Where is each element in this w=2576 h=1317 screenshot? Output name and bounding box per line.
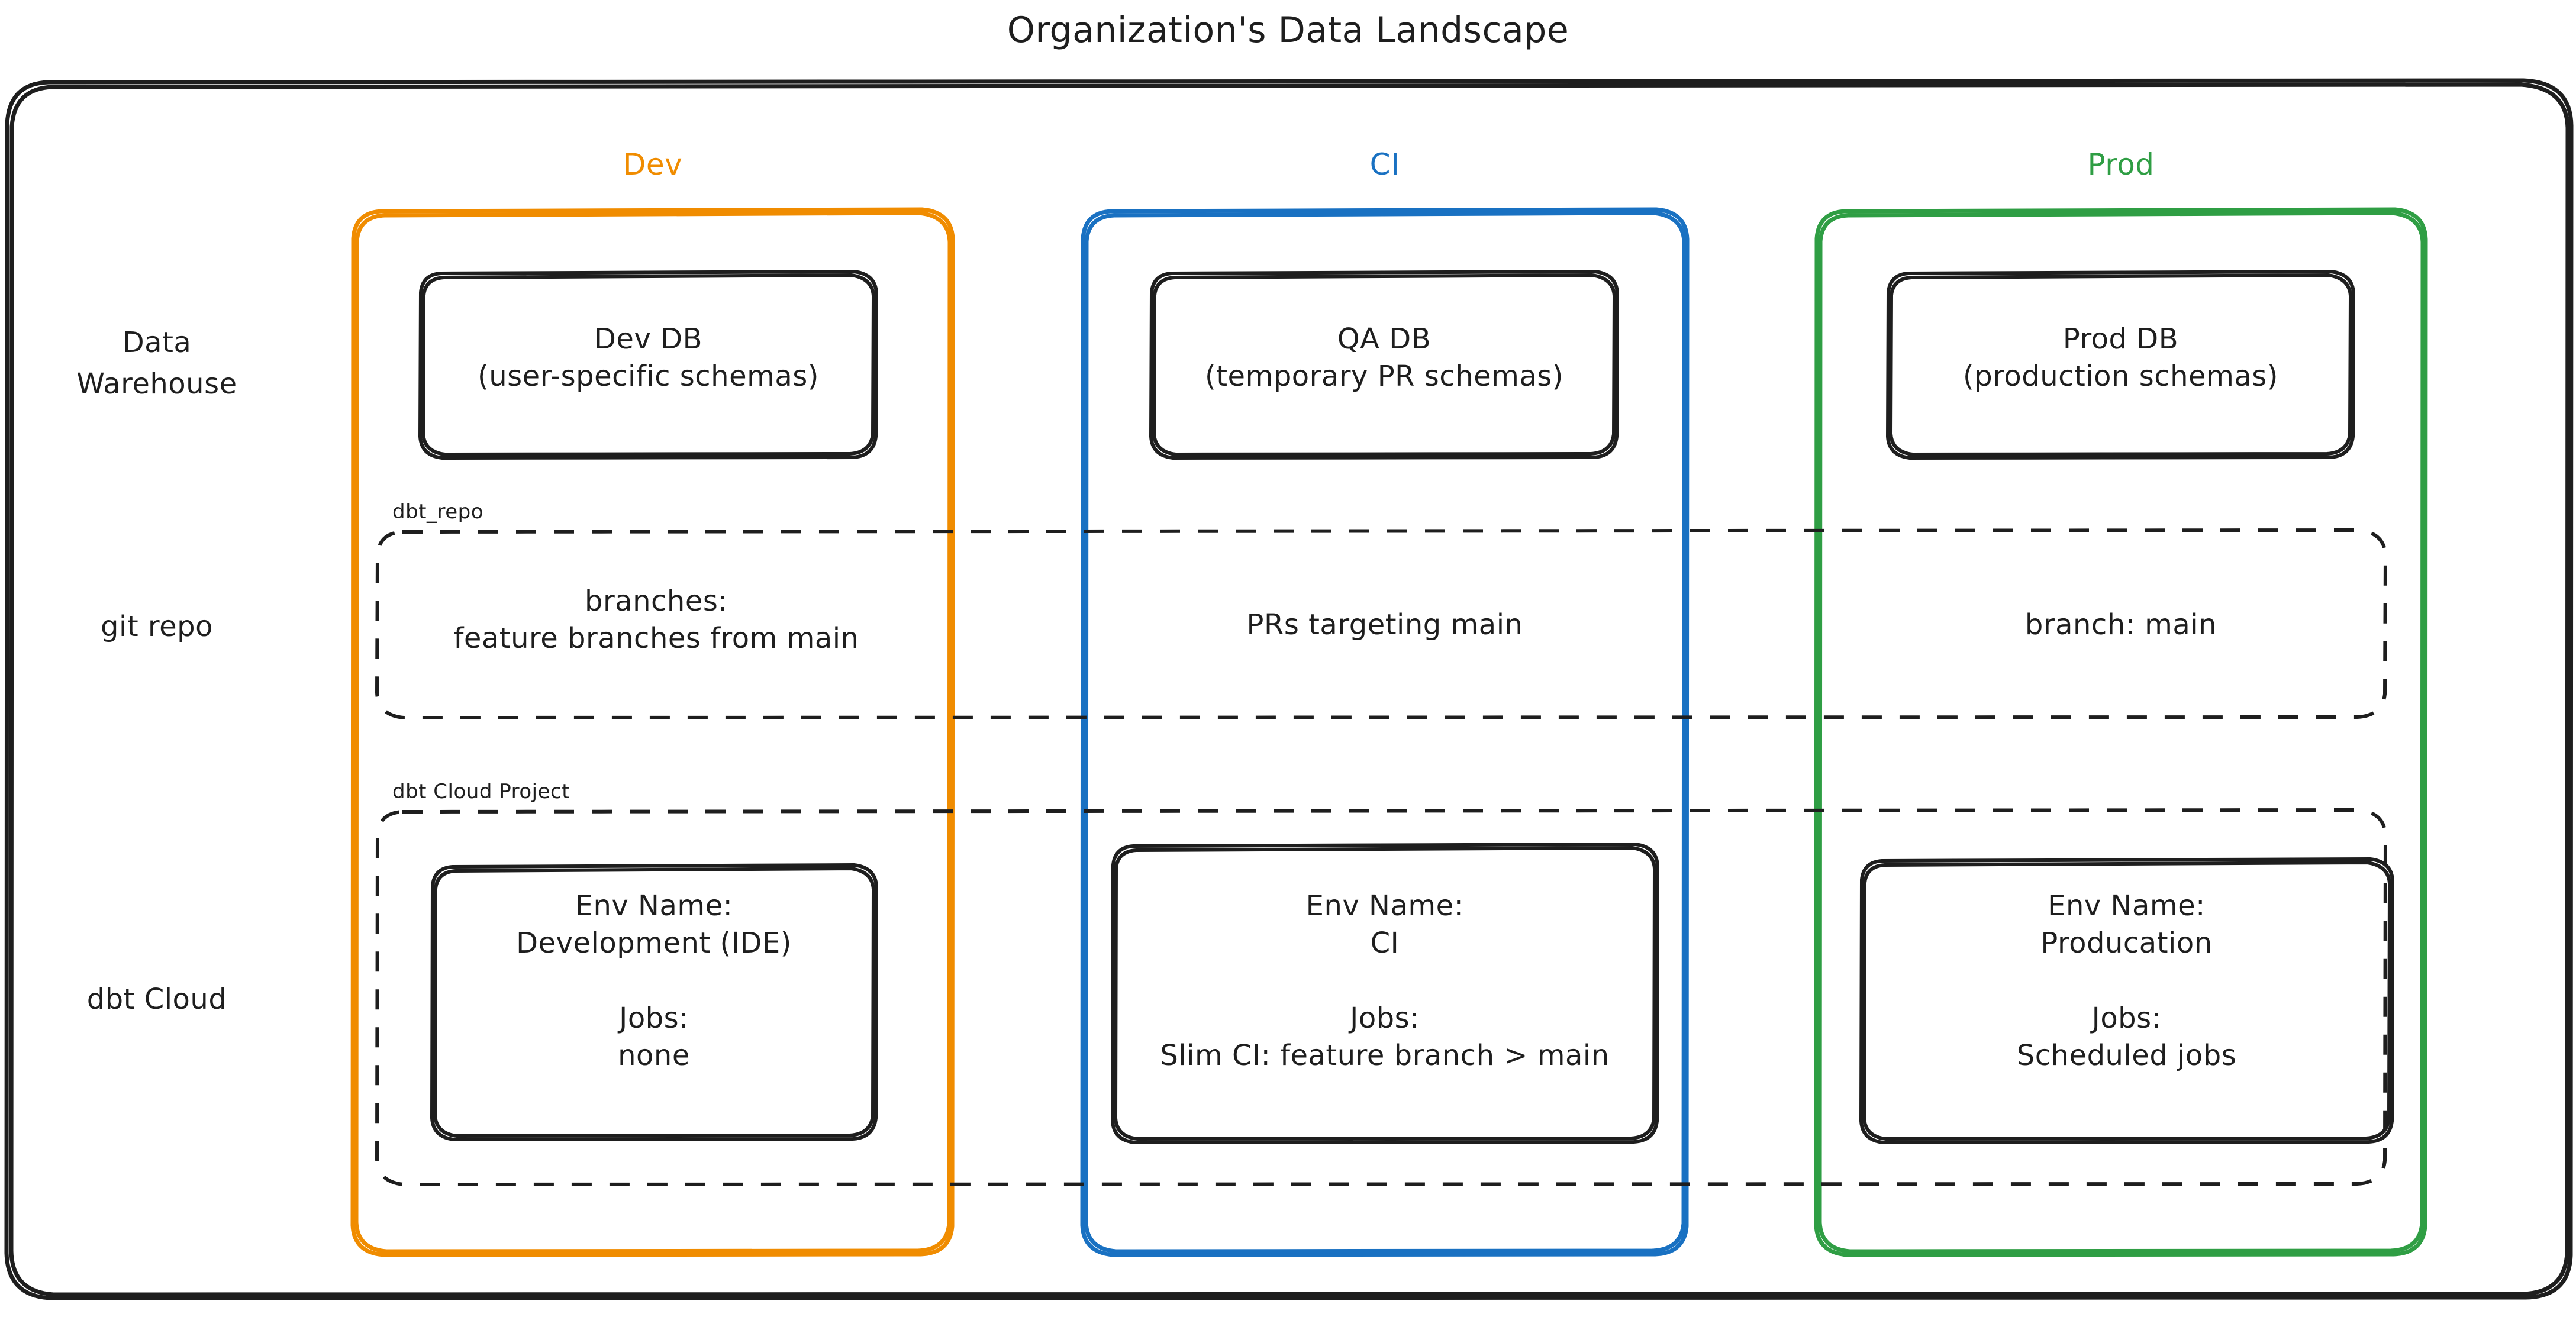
cell-git-prod: branch: main [2024, 608, 2217, 641]
cell-dbtcloud-prod: Env Name: Producation Jobs: Scheduled jo… [2016, 889, 2237, 1073]
column-header-dev: Dev [623, 147, 683, 182]
column-header-ci: CI [1369, 147, 1400, 182]
page-title: Organization's Data Landscape [1007, 9, 1569, 51]
qa-db-box-shape [1149, 270, 1619, 460]
dev-db-box-shape [418, 270, 878, 460]
dev-column-shape [350, 207, 955, 1257]
cell-warehouse-ci: QA DB (temporary PR schemas) [1204, 322, 1564, 393]
cell-dbtcloud-dev: Env Name: Development (IDE) Jobs: none [516, 889, 792, 1073]
dbt-repo-group-shape [375, 528, 2387, 719]
row-label-data-warehouse: Data Warehouse [76, 326, 237, 401]
group-label-dbt-repo: dbt_repo [392, 500, 484, 524]
cell-warehouse-prod: Prod DB (production schemas) [1963, 322, 2278, 393]
column-header-prod: Prod [2087, 147, 2155, 182]
row-label-dbt-cloud: dbt Cloud [86, 983, 227, 1016]
row-label-git-repo: git repo [101, 610, 213, 643]
cell-git-ci: PRs targeting main [1246, 608, 1523, 641]
dbt-cloud-project-group-shape [375, 808, 2387, 1186]
dev-env-box-shape [430, 863, 878, 1141]
outer-frame-shape [4, 78, 2574, 1300]
cell-warehouse-dev: Dev DB (user-specific schemas) [477, 322, 820, 393]
prod-env-box-shape [1859, 857, 2394, 1144]
prod-db-box-shape [1886, 270, 2355, 460]
cell-dbtcloud-ci: Env Name: CI Jobs: Slim CI: feature bran… [1160, 889, 1610, 1073]
group-label-dbt-cloud-project: dbt Cloud Project [392, 780, 570, 803]
prod-column-shape [1814, 207, 2428, 1257]
ci-env-box-shape [1111, 843, 1659, 1144]
cell-git-dev: branches: feature branches from main [453, 585, 859, 656]
ci-column-shape [1080, 207, 1690, 1257]
